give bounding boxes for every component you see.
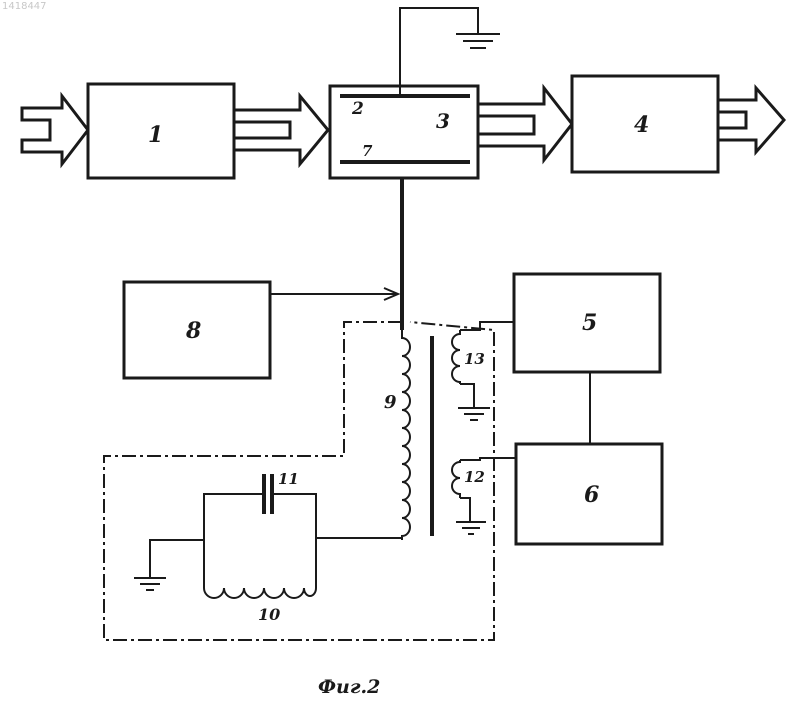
coil-12: [452, 460, 460, 498]
arrow-1-to-3: [234, 96, 328, 164]
wire-12-ground: [460, 498, 470, 522]
block-6-label: 6: [584, 482, 599, 508]
wire-13-ground: [460, 384, 474, 408]
figure-caption: Фиг.2: [318, 676, 380, 698]
capacitor-11-label: 11: [278, 470, 299, 488]
arrow-3-to-4: [478, 88, 572, 160]
block-4-label: 4: [634, 112, 649, 138]
coil-9: [402, 330, 410, 540]
tank-frame: [204, 494, 264, 588]
coil-10-label: 10: [258, 605, 280, 624]
plate-lower-label: 7: [362, 142, 373, 160]
wire-12-to-6: [460, 458, 516, 460]
header-mark: 1418447: [2, 1, 47, 12]
coil-13: [452, 330, 460, 384]
output-arrow: [718, 88, 784, 152]
wire-tank-ground: [150, 540, 204, 578]
block-8-label: 8: [185, 318, 201, 344]
ground-top: [400, 8, 500, 96]
block-1-label: 1: [148, 122, 163, 148]
block-3-label: 3: [436, 109, 450, 133]
coil-9-label: 9: [384, 392, 397, 413]
wire-13-to-5: [460, 322, 514, 330]
coil-12-label: 12: [464, 468, 485, 486]
plate-upper-label: 2: [351, 99, 364, 119]
input-arrow: [22, 96, 88, 164]
coil-13-label: 13: [464, 350, 485, 368]
block-5-label: 5: [582, 310, 597, 336]
coil-10: [204, 588, 316, 598]
tank-frame-right: [272, 494, 316, 588]
